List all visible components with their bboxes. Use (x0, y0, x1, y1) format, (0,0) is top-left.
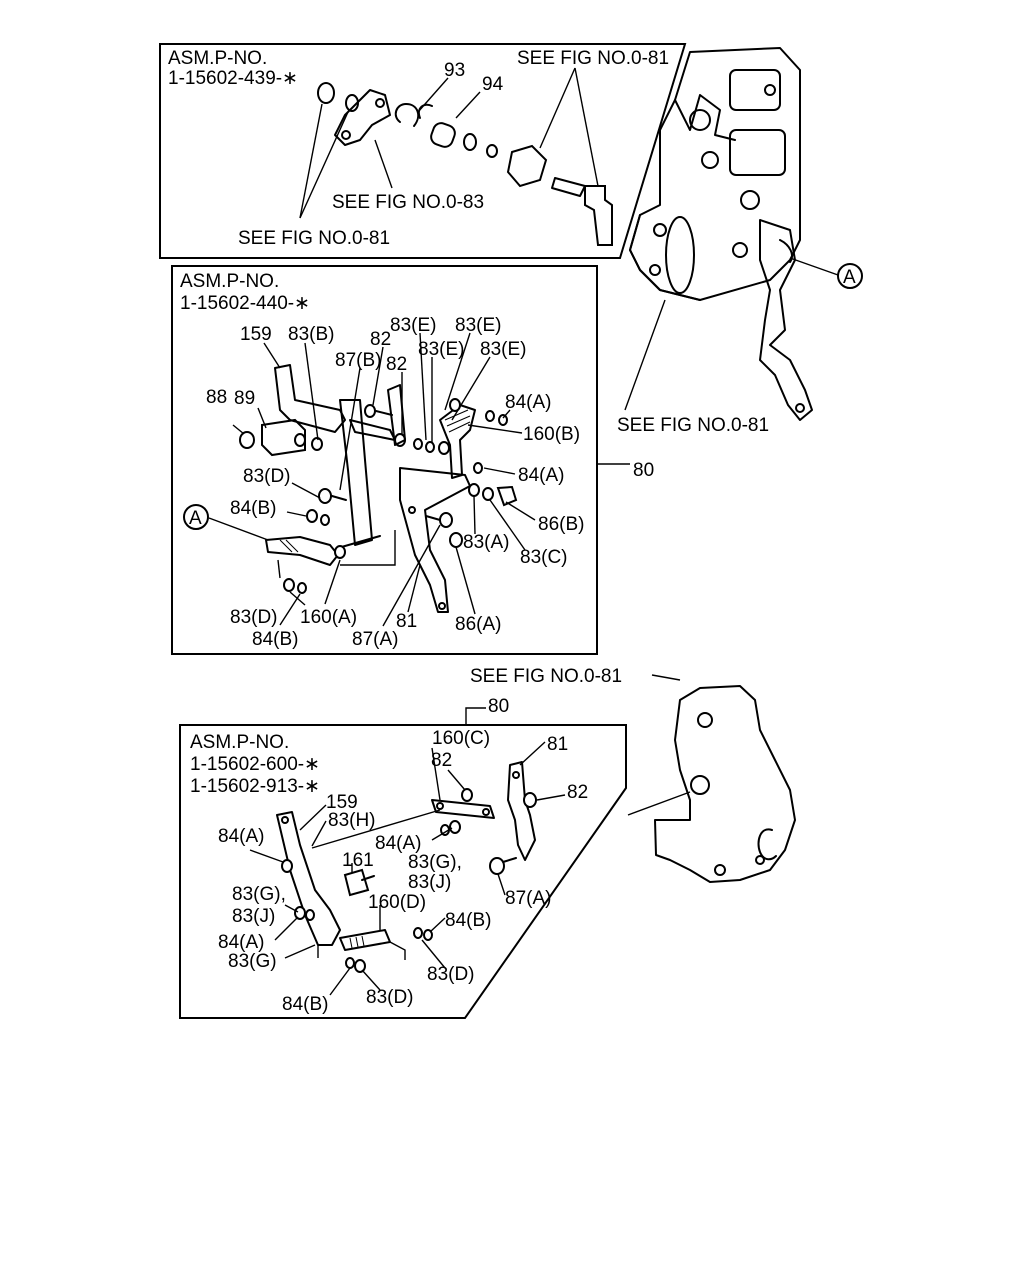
callout-87b: 87(B) (335, 350, 381, 371)
callout-160d: 160(D) (368, 892, 426, 913)
callout-83g-3: 83(G) (228, 951, 277, 972)
panel-frame (159, 43, 687, 259)
callout-83j-1: 83(J) (408, 872, 451, 893)
callout-83d-1: 83(D) (427, 964, 475, 985)
callout-84a-3: 84(A) (218, 932, 264, 953)
asm-number: 1-15602-439-∗ (168, 68, 298, 89)
callout-88: 88 (206, 387, 227, 408)
callout-84b-2: 84(B) (282, 994, 328, 1015)
callout-84b-1: 84(B) (230, 498, 276, 519)
asm-number-2: 1-15602-913-∗ (190, 776, 320, 797)
callout-86a: 86(A) (455, 614, 501, 635)
marker-c (757, 828, 777, 861)
linkage-parts-group (239, 364, 518, 613)
panel-asm-439: ASM.P-NO. 1-15602-439-∗ 93 94 SEE F (159, 43, 687, 259)
callout-82-a: 82 (370, 329, 391, 350)
callout-83e-2: 83(E) (455, 315, 501, 336)
callout-83e-3: 83(E) (418, 339, 464, 360)
linkage-parts-group (276, 761, 537, 973)
panel-frame (171, 265, 598, 655)
callout-82-a: 82 (431, 750, 452, 771)
callout-see-fig-bottom: SEE FIG NO.0-81 (238, 228, 390, 249)
callout-81: 81 (547, 734, 568, 755)
callout-83d-1: 83(D) (243, 466, 291, 487)
callout-87a: 87(A) (352, 629, 398, 650)
marker-a-circle (837, 263, 863, 289)
callout-87a: 87(A) (505, 888, 551, 909)
asm-number-1: 1-15602-600-∗ (190, 754, 320, 775)
callout-83g-2: 83(G), (232, 884, 286, 905)
callout-84a-1: 84(A) (505, 392, 551, 413)
callout-see-fig-top: SEE FIG NO.0-81 (517, 48, 669, 69)
callout-84a-2: 84(A) (375, 833, 421, 854)
callout-82-b: 82 (567, 782, 588, 803)
callout-see-fig-0-83: SEE FIG NO.0-83 (332, 192, 484, 213)
callout-83h: 83(H) (328, 810, 376, 831)
callout-159: 159 (326, 792, 358, 813)
callout-84a-1: 84(A) (218, 826, 264, 847)
callout-94: 94 (482, 74, 504, 95)
callout-82-b: 82 (386, 354, 407, 375)
callout-83j-2: 83(J) (232, 906, 275, 927)
callout-83a: 83(A) (463, 532, 509, 553)
panel-asm-440: ASM.P-NO. 1-15602-440-∗ (171, 265, 654, 655)
callout-160a: 160(A) (300, 607, 357, 628)
panel-frame (179, 724, 627, 1019)
panel-asm-600-913: 80 ASM.P-NO. 1-15602-600-∗ 1-15602-913-∗ (179, 696, 627, 1019)
callout-93: 93 (444, 60, 465, 81)
transmission-housing-bottom: SEE FIG NO.0-81 (470, 666, 796, 883)
transmission-housing-top: A SEE FIG NO.0-81 (617, 47, 863, 436)
shaft-parts-group (317, 82, 613, 246)
callout-80: 80 (633, 460, 654, 481)
callout-84b-1: 84(B) (445, 910, 491, 931)
marker-a-circle (183, 504, 209, 530)
marker-a: A (843, 267, 856, 288)
callout-80: 80 (488, 696, 509, 717)
callout-83d-2: 83(D) (230, 607, 278, 628)
callout-83g-1: 83(G), (408, 852, 462, 873)
callout-83e-4: 83(E) (480, 339, 526, 360)
asm-label: ASM.P-NO. (190, 732, 289, 753)
callout-83b: 83(B) (288, 324, 334, 345)
marker-a: A (189, 508, 202, 529)
callout-161: 161 (342, 850, 374, 871)
callout-86b: 86(B) (538, 514, 584, 535)
callout-see-fig-housing: SEE FIG NO.0-81 (617, 415, 769, 436)
callout-159: 159 (240, 324, 272, 345)
asm-label: ASM.P-NO. (168, 48, 267, 69)
callout-83d-2: 83(D) (366, 987, 414, 1008)
callout-see-fig-lower: SEE FIG NO.0-81 (470, 666, 622, 687)
asm-number: 1-15602-440-∗ (180, 293, 310, 314)
callout-160c: 160(C) (432, 728, 490, 749)
callout-84a-2: 84(A) (518, 465, 564, 486)
callout-89: 89 (234, 388, 255, 409)
callout-83e-1: 83(E) (390, 315, 436, 336)
callout-83c: 83(C) (520, 547, 568, 568)
asm-label: ASM.P-NO. (180, 271, 279, 292)
callout-81: 81 (396, 611, 417, 632)
callout-160b: 160(B) (523, 424, 580, 445)
callout-84b-2: 84(B) (252, 629, 298, 650)
